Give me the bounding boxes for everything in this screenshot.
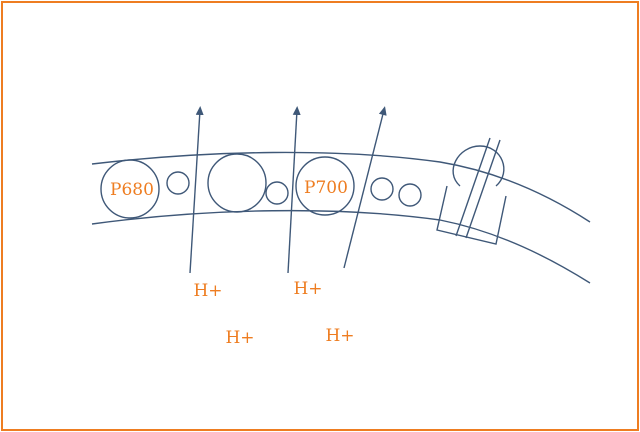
membrane-upper-line — [91, 151, 591, 223]
cytochrome-complex — [207, 153, 267, 213]
electron-carrier-3 — [370, 177, 394, 201]
proton-label-2: H+ — [293, 279, 322, 299]
p680-complex — [100, 159, 160, 219]
proton-label-1: H+ — [193, 281, 222, 301]
proton-arrow-2 — [287, 106, 301, 274]
atp-synthase-channel-right — [465, 139, 501, 239]
p700-complex — [295, 156, 355, 216]
electron-carrier-2 — [265, 181, 289, 205]
proton-label-3: H+ — [225, 328, 254, 348]
atp-synthase-head — [452, 145, 505, 187]
p700-label: P700 — [304, 178, 348, 198]
atp-synthase-channel-left — [455, 137, 491, 237]
proton-arrow-1 — [189, 106, 204, 274]
atp-synthase — [436, 137, 507, 245]
p680-label: P680 — [110, 180, 154, 200]
membrane-lower-line — [91, 209, 591, 284]
proton-arrow-3 — [343, 106, 387, 269]
electron-carrier-4 — [398, 183, 422, 207]
proton-label-4: H+ — [325, 326, 354, 346]
electron-carrier-1 — [166, 171, 190, 195]
